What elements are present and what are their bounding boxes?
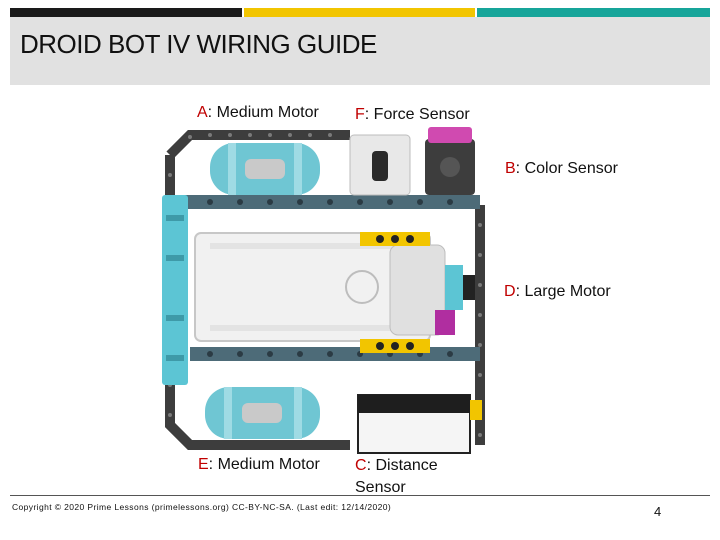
port-label-e: E: Medium Motor <box>198 456 320 474</box>
top-bar-yellow <box>244 8 475 17</box>
wheel-top <box>210 143 320 195</box>
footer-divider <box>10 495 710 496</box>
port-key-f: F <box>355 106 365 123</box>
top-bar-black <box>10 8 242 17</box>
port-text-d: : Large Motor <box>515 283 611 300</box>
cross-beam-bottom <box>190 347 480 361</box>
port-key-b: B <box>505 160 516 177</box>
robot-illustration <box>162 127 485 454</box>
port-text-e: : Medium Motor <box>208 456 320 473</box>
port-label-a: A: Medium Motor <box>197 104 319 122</box>
port-key-a: A <box>197 104 208 121</box>
port-text-c-line2: Sensor <box>355 479 406 496</box>
port-key-e: E <box>198 456 209 473</box>
port-label-c: C: Distance Sensor <box>355 455 438 499</box>
port-key-d: D <box>504 283 516 300</box>
port-label-b: B: Color Sensor <box>505 160 618 178</box>
port-label-f: F: Force Sensor <box>355 106 470 124</box>
copyright-notice: Copyright © 2020 Prime Lessons (primeles… <box>12 502 392 512</box>
port-key-c: C <box>355 457 367 474</box>
port-label-d: D: Large Motor <box>504 283 611 301</box>
port-text-c: : Distance <box>366 457 438 474</box>
top-bar-teal <box>477 8 710 17</box>
slide-title: DROID BOT IV WIRING GUIDE <box>20 29 377 59</box>
port-text-f: : Force Sensor <box>364 106 470 123</box>
left-bumper <box>162 195 188 385</box>
wheel-bottom <box>205 387 320 439</box>
page-number: 4 <box>654 504 662 519</box>
port-text-b: : Color Sensor <box>515 160 618 177</box>
title-band <box>10 17 710 85</box>
port-text-a: : Medium Motor <box>207 104 319 121</box>
